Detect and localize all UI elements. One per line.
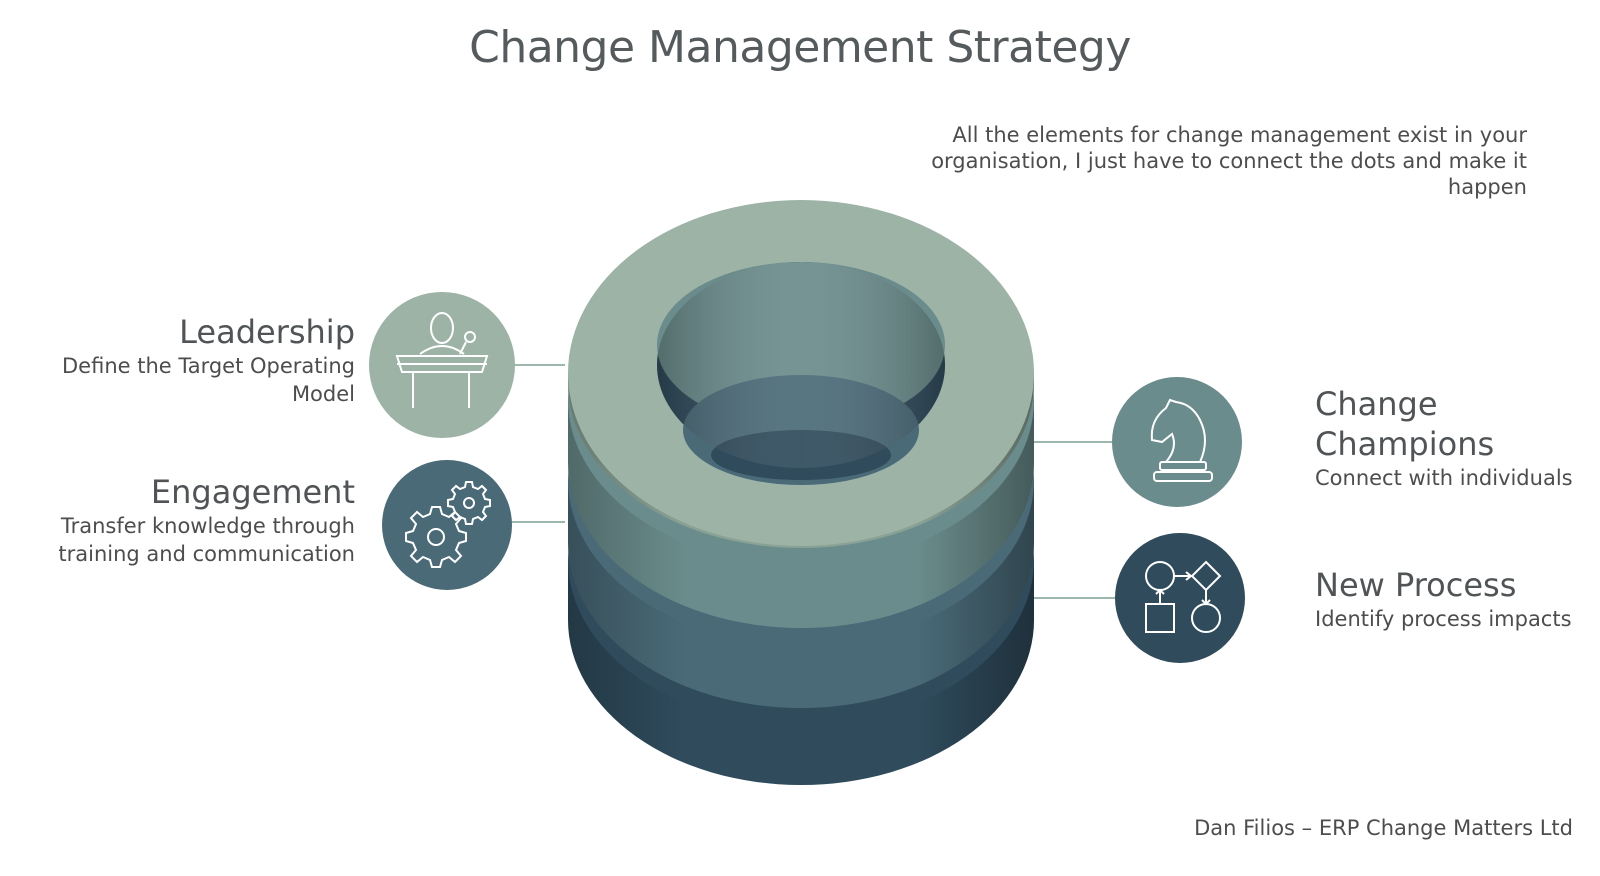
change-champions-block: Change Champions Connect with individual… bbox=[1315, 384, 1600, 492]
leadership-desc-line2: Model bbox=[291, 382, 355, 406]
podium-speaker-icon bbox=[369, 292, 515, 438]
new-process-desc: Identify process impacts bbox=[1315, 607, 1572, 631]
chess-knight-icon bbox=[1112, 377, 1242, 507]
leadership-title: Leadership bbox=[179, 313, 355, 351]
change-champions-title-line1: Change bbox=[1315, 385, 1438, 423]
change-champions-title-line2: Champions bbox=[1315, 425, 1495, 463]
quote-text: All the elements for change management e… bbox=[931, 123, 1527, 199]
change-champions-desc: Connect with individuals bbox=[1315, 466, 1573, 490]
engagement-desc-line1: Transfer knowledge through bbox=[60, 514, 355, 538]
leadership-block: Leadership Define the Target Operating M… bbox=[40, 312, 355, 408]
page-title: Change Management Strategy bbox=[469, 22, 1131, 73]
engagement-title: Engagement bbox=[150, 473, 355, 511]
footer-credit: Dan Filios – ERP Change Matters Ltd bbox=[1194, 816, 1573, 840]
new-process-title: New Process bbox=[1315, 566, 1517, 604]
process-flow-icon bbox=[1115, 533, 1245, 663]
engagement-block: Engagement Transfer knowledge through tr… bbox=[40, 472, 355, 568]
ring-layer-1 bbox=[568, 200, 1034, 548]
leadership-desc-line1: Define the Target Operating bbox=[62, 354, 355, 378]
engagement-desc-line2: training and communication bbox=[58, 542, 355, 566]
new-process-block: New Process Identify process impacts bbox=[1315, 565, 1600, 633]
gears-icon bbox=[382, 460, 512, 590]
